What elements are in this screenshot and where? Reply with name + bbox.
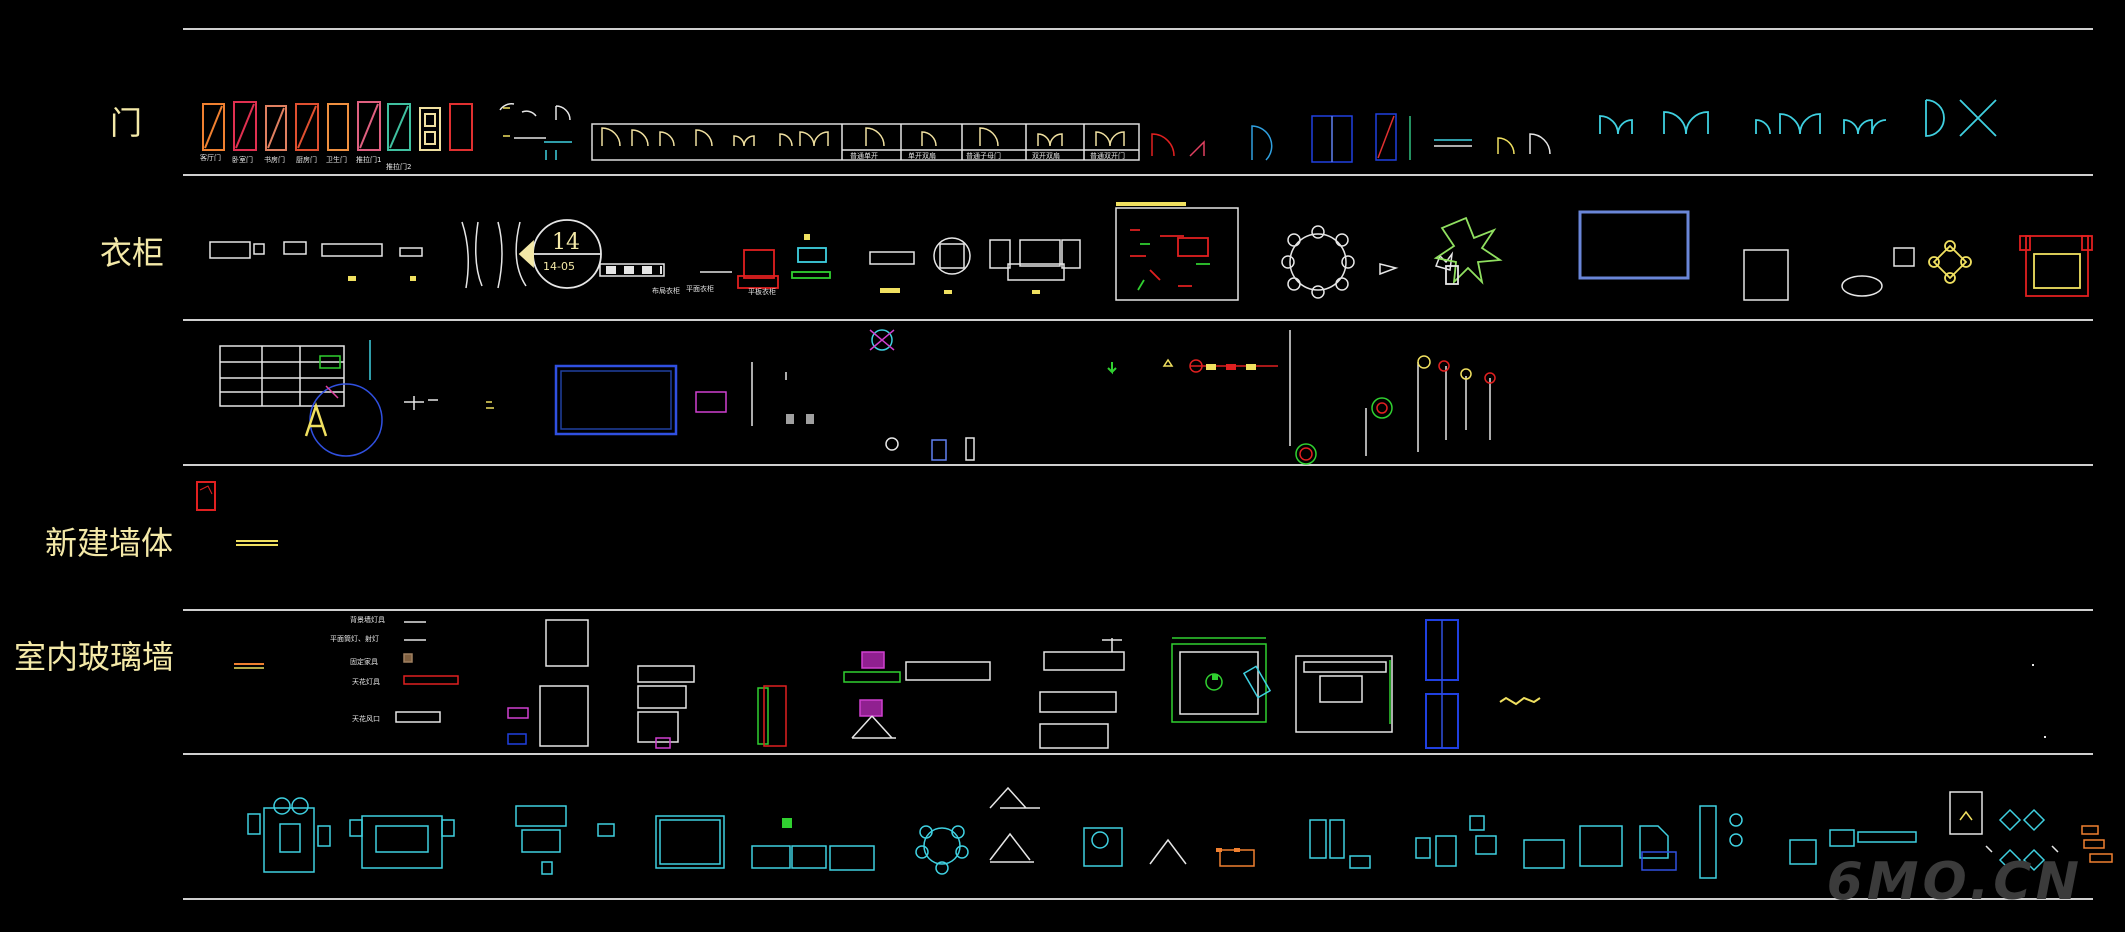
watermark-logo: 6MO.CN [1826, 852, 2083, 912]
divider-line [183, 174, 2093, 176]
legend-item: 天花灯具 [352, 678, 380, 686]
door-caption: 卫生门 [326, 156, 347, 164]
door-caption: 厨房门 [296, 156, 317, 164]
door-caption: 卧室门 [232, 156, 253, 164]
swing-table-cell: 普通单开 [850, 152, 878, 160]
door-caption: 书房门 [264, 156, 285, 164]
detail-index-number: 14 [552, 230, 580, 255]
swing-table-cell: 双开双扇 [1032, 152, 1060, 160]
divider-line [183, 898, 2093, 900]
cabinet-caption: 平面衣柜 [686, 285, 714, 293]
row-label-glass-wall: 室内玻璃墙 [14, 638, 175, 676]
swing-table-cell: 普通子母门 [966, 152, 1001, 160]
cabinet-caption: 平板衣柜 [748, 288, 776, 296]
divider-line [183, 609, 2093, 611]
door-caption: 客厅门 [200, 154, 221, 162]
door-caption: 推拉门1 [356, 156, 382, 164]
row-label-new-wall: 新建墙体 [45, 524, 174, 562]
divider-line [183, 464, 2093, 466]
row-label-door: 门 [110, 104, 143, 142]
swing-table-cell: 普通双开门 [1090, 152, 1125, 160]
legend-item: 固定家具 [350, 658, 378, 666]
legend-item: 天花风口 [352, 715, 380, 723]
door-caption: 推拉门2 [386, 163, 412, 171]
cabinet-caption: 布局衣柜 [652, 287, 680, 295]
divider-line [183, 753, 2093, 755]
legend-item: 背景墙灯具 [350, 616, 385, 624]
swing-table-cell: 单开双扇 [908, 152, 936, 160]
detail-index-sub: 14-05 [543, 260, 575, 273]
row-label-wardrobe: 衣柜 [100, 234, 165, 272]
divider-line [183, 28, 2093, 30]
legend-item: 平面筒灯、射灯 [330, 635, 379, 643]
divider-line [183, 319, 2093, 321]
